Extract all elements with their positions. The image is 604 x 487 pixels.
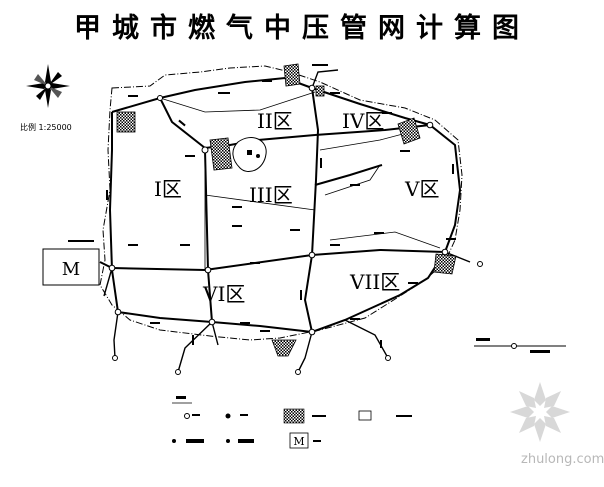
legend-node-icon [184, 413, 190, 419]
hatched-block [433, 253, 457, 275]
segment-labels [106, 64, 456, 348]
hatched-block [271, 339, 297, 357]
compass-rose-icon [26, 64, 70, 108]
zone-label-6: VI区 [202, 282, 245, 306]
hatched-block [315, 85, 325, 97]
hatched-block [397, 117, 421, 145]
side-legend-segment [474, 338, 566, 353]
hatched-block [283, 63, 301, 87]
watermark-text: zhulong.com [521, 452, 604, 467]
hatched-block [116, 111, 136, 133]
hatched-block [209, 137, 233, 171]
watermark-logo-icon [510, 382, 570, 442]
zone-label-5: V区 [404, 177, 439, 201]
gas-station-box: M [42, 240, 100, 286]
legend-station-icon [289, 432, 309, 449]
zone-label-7: VII区 [349, 270, 400, 294]
zone-label-2: II区 [257, 109, 293, 133]
page-title: 甲城市燃气中压管网计算图 [74, 13, 530, 44]
branch-lines [103, 69, 471, 373]
zone-label-4: IV区 [342, 109, 384, 133]
legend-hatch-icon [283, 408, 305, 424]
zone-label-3: III区 [249, 183, 293, 207]
legend-station-label: M [293, 435, 304, 448]
zone-label-1: I区 [154, 177, 182, 201]
legend: M [172, 396, 412, 449]
legend-point-icon [225, 413, 231, 419]
station-label: M [62, 259, 80, 280]
scale-label: 比例 1:25000 [20, 122, 72, 132]
legend-box-icon [358, 410, 372, 421]
consumer-blocks [116, 63, 457, 357]
pipe-nodes [108, 84, 483, 375]
